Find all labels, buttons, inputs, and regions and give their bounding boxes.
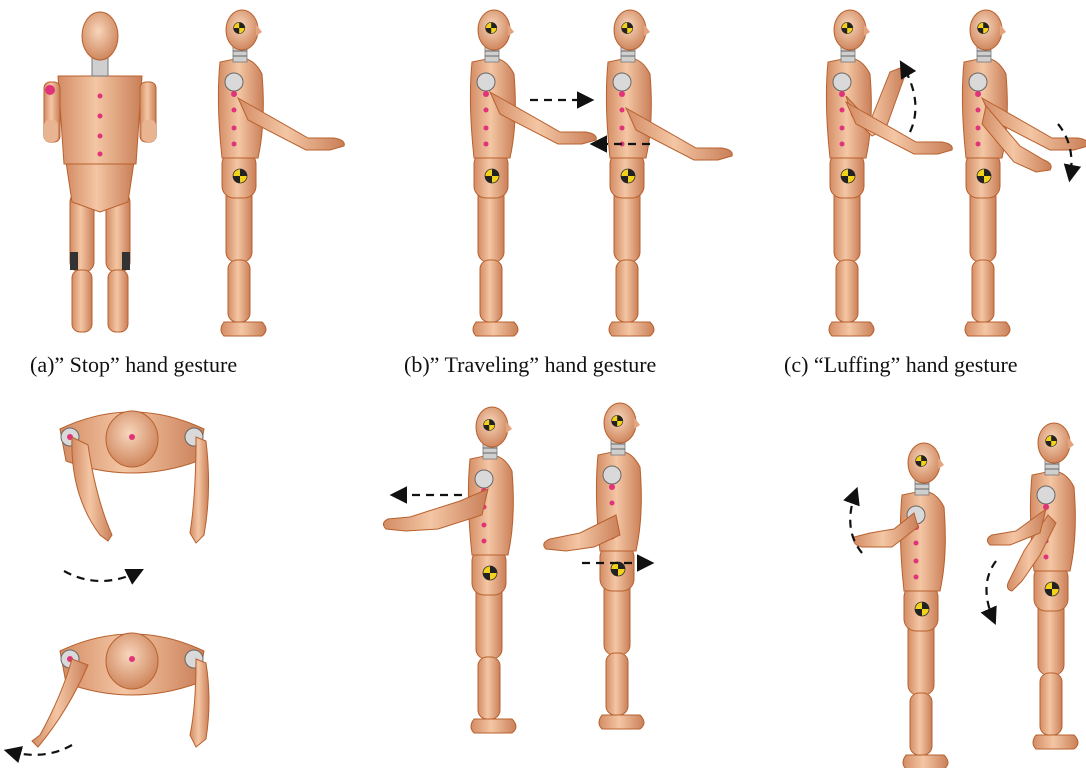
stop-gesture-illustration bbox=[40, 12, 330, 347]
dashed-arrow-icon bbox=[902, 64, 915, 132]
traveling-gesture-illustration bbox=[450, 12, 740, 347]
top-view-gesture-illustration bbox=[0, 395, 230, 763]
dashed-arrow-icon bbox=[1058, 124, 1072, 178]
caption-traveling-gesture: (b)” Traveling” hand gesture bbox=[404, 352, 656, 378]
dashed-arrow-icon bbox=[64, 571, 140, 581]
side-reach-gesture-illustration bbox=[380, 405, 680, 763]
crash-test-dummy-icon bbox=[380, 405, 680, 763]
caption-luffing-gesture: (c) “Luffing” hand gesture bbox=[784, 352, 1018, 378]
dashed-arrow-icon bbox=[8, 745, 72, 755]
crash-test-dummy-icon bbox=[450, 12, 740, 347]
crash-test-dummy-icon bbox=[0, 395, 230, 763]
caption-stop-gesture: (a)” Stop” hand gesture bbox=[30, 352, 237, 378]
dashed-arrow-icon bbox=[986, 561, 996, 621]
luffing-gesture-illustration bbox=[800, 12, 1086, 347]
crash-test-dummy-icon bbox=[800, 12, 1086, 347]
crash-test-dummy-icon bbox=[840, 405, 1086, 763]
crash-test-dummy-icon bbox=[40, 12, 330, 347]
arm-swing-gesture-illustration bbox=[840, 405, 1086, 763]
